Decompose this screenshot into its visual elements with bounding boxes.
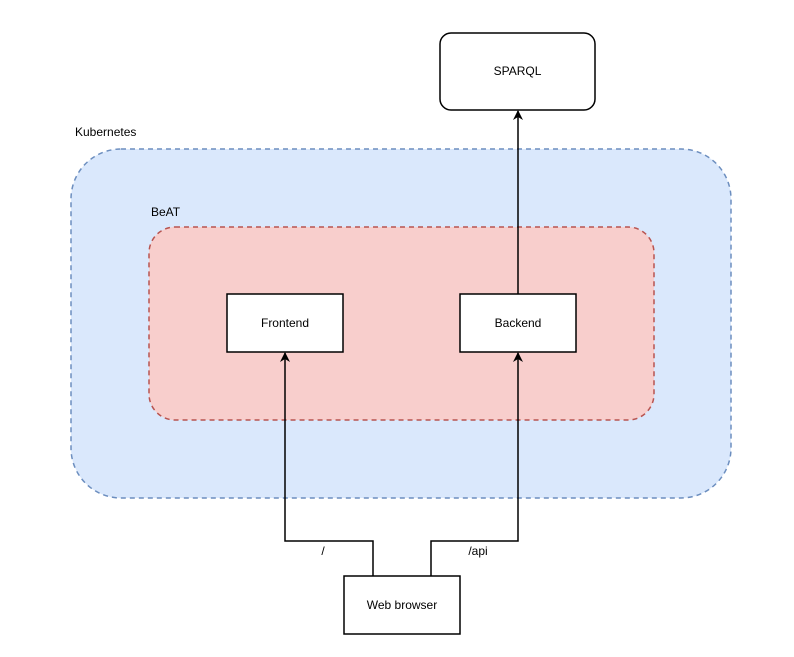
edge-browser-to-backend [430, 352, 523, 576]
sparql-label: SPARQL [494, 64, 542, 78]
web-browser-node [343, 575, 461, 635]
edge-browser-to-frontend [280, 352, 374, 576]
beat-label: BeAT [151, 205, 181, 219]
kubernetes-label: Kubernetes [75, 125, 136, 139]
frontend-node [226, 293, 344, 353]
beat-group [148, 226, 655, 421]
backend-label: Backend [495, 316, 542, 330]
frontend-label: Frontend [261, 316, 309, 330]
edge-label-api: /api [468, 544, 487, 558]
web-browser-label: Web browser [367, 598, 437, 612]
edge-label-root: / [321, 544, 325, 558]
